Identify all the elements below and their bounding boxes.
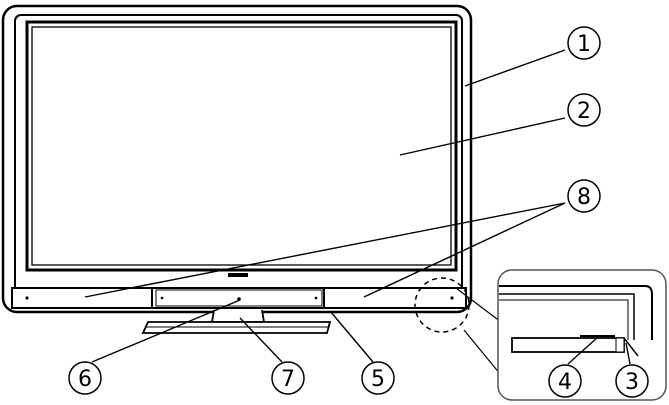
callout-2: 2 [567, 93, 601, 127]
leader-2 [399, 117, 566, 156]
leader-8b [363, 202, 566, 298]
callout-6: 6 [68, 361, 102, 395]
zoom-bottom-bar [511, 337, 625, 353]
speaker-dot-center-left [160, 296, 164, 300]
callout-label-4: 4 [558, 370, 572, 395]
zoom-corner-line [623, 337, 639, 357]
callout-label-2: 2 [577, 99, 591, 124]
callout-circle-4 [548, 364, 582, 398]
leader-3 [625, 342, 631, 365]
callout-1: 1 [567, 26, 601, 60]
callout-circle-7 [271, 361, 305, 395]
leader-5 [329, 310, 374, 363]
callout-label-6: 6 [78, 367, 92, 392]
callout-circle-1 [567, 26, 601, 60]
brand-logo [228, 273, 248, 277]
leader-1 [464, 49, 566, 87]
tv-body [1, 4, 473, 314]
callout-7: 7 [271, 361, 305, 395]
zoom-bezel-inner [499, 293, 635, 340]
callout-label-7: 7 [281, 367, 295, 392]
zoom-screen-edge [499, 299, 629, 340]
callout-label-8: 8 [577, 185, 591, 210]
callout-3: 3 [615, 364, 649, 398]
callout-8: 8 [567, 179, 601, 213]
leader-6 [91, 299, 241, 363]
zoom-indicator [615, 337, 625, 353]
zoom-bezel-outer [499, 285, 653, 340]
callout-5: 5 [361, 361, 395, 395]
speaker-dot-center-right [314, 296, 318, 300]
callout-circle-5 [361, 361, 395, 395]
leader-4 [567, 336, 599, 365]
leader-8a [84, 202, 566, 298]
leader-7 [239, 317, 283, 363]
zoom-highlight-circle [414, 277, 470, 333]
callout-circle-2 [567, 93, 601, 127]
callout-label-3: 3 [625, 370, 639, 395]
speaker-dot-right [450, 296, 454, 300]
screen-inner [31, 26, 452, 266]
callout-4: 4 [548, 364, 582, 398]
tv-stand [141, 309, 332, 334]
callout-label-1: 1 [577, 32, 591, 57]
leader-lines [84, 49, 631, 365]
callout-label-5: 5 [371, 367, 385, 392]
callout-circle-6 [68, 361, 102, 395]
speaker-dot-left [25, 296, 29, 300]
stand-neck [210, 309, 266, 323]
callout-circle-3 [615, 364, 649, 398]
callout-circle-8 [567, 179, 601, 213]
